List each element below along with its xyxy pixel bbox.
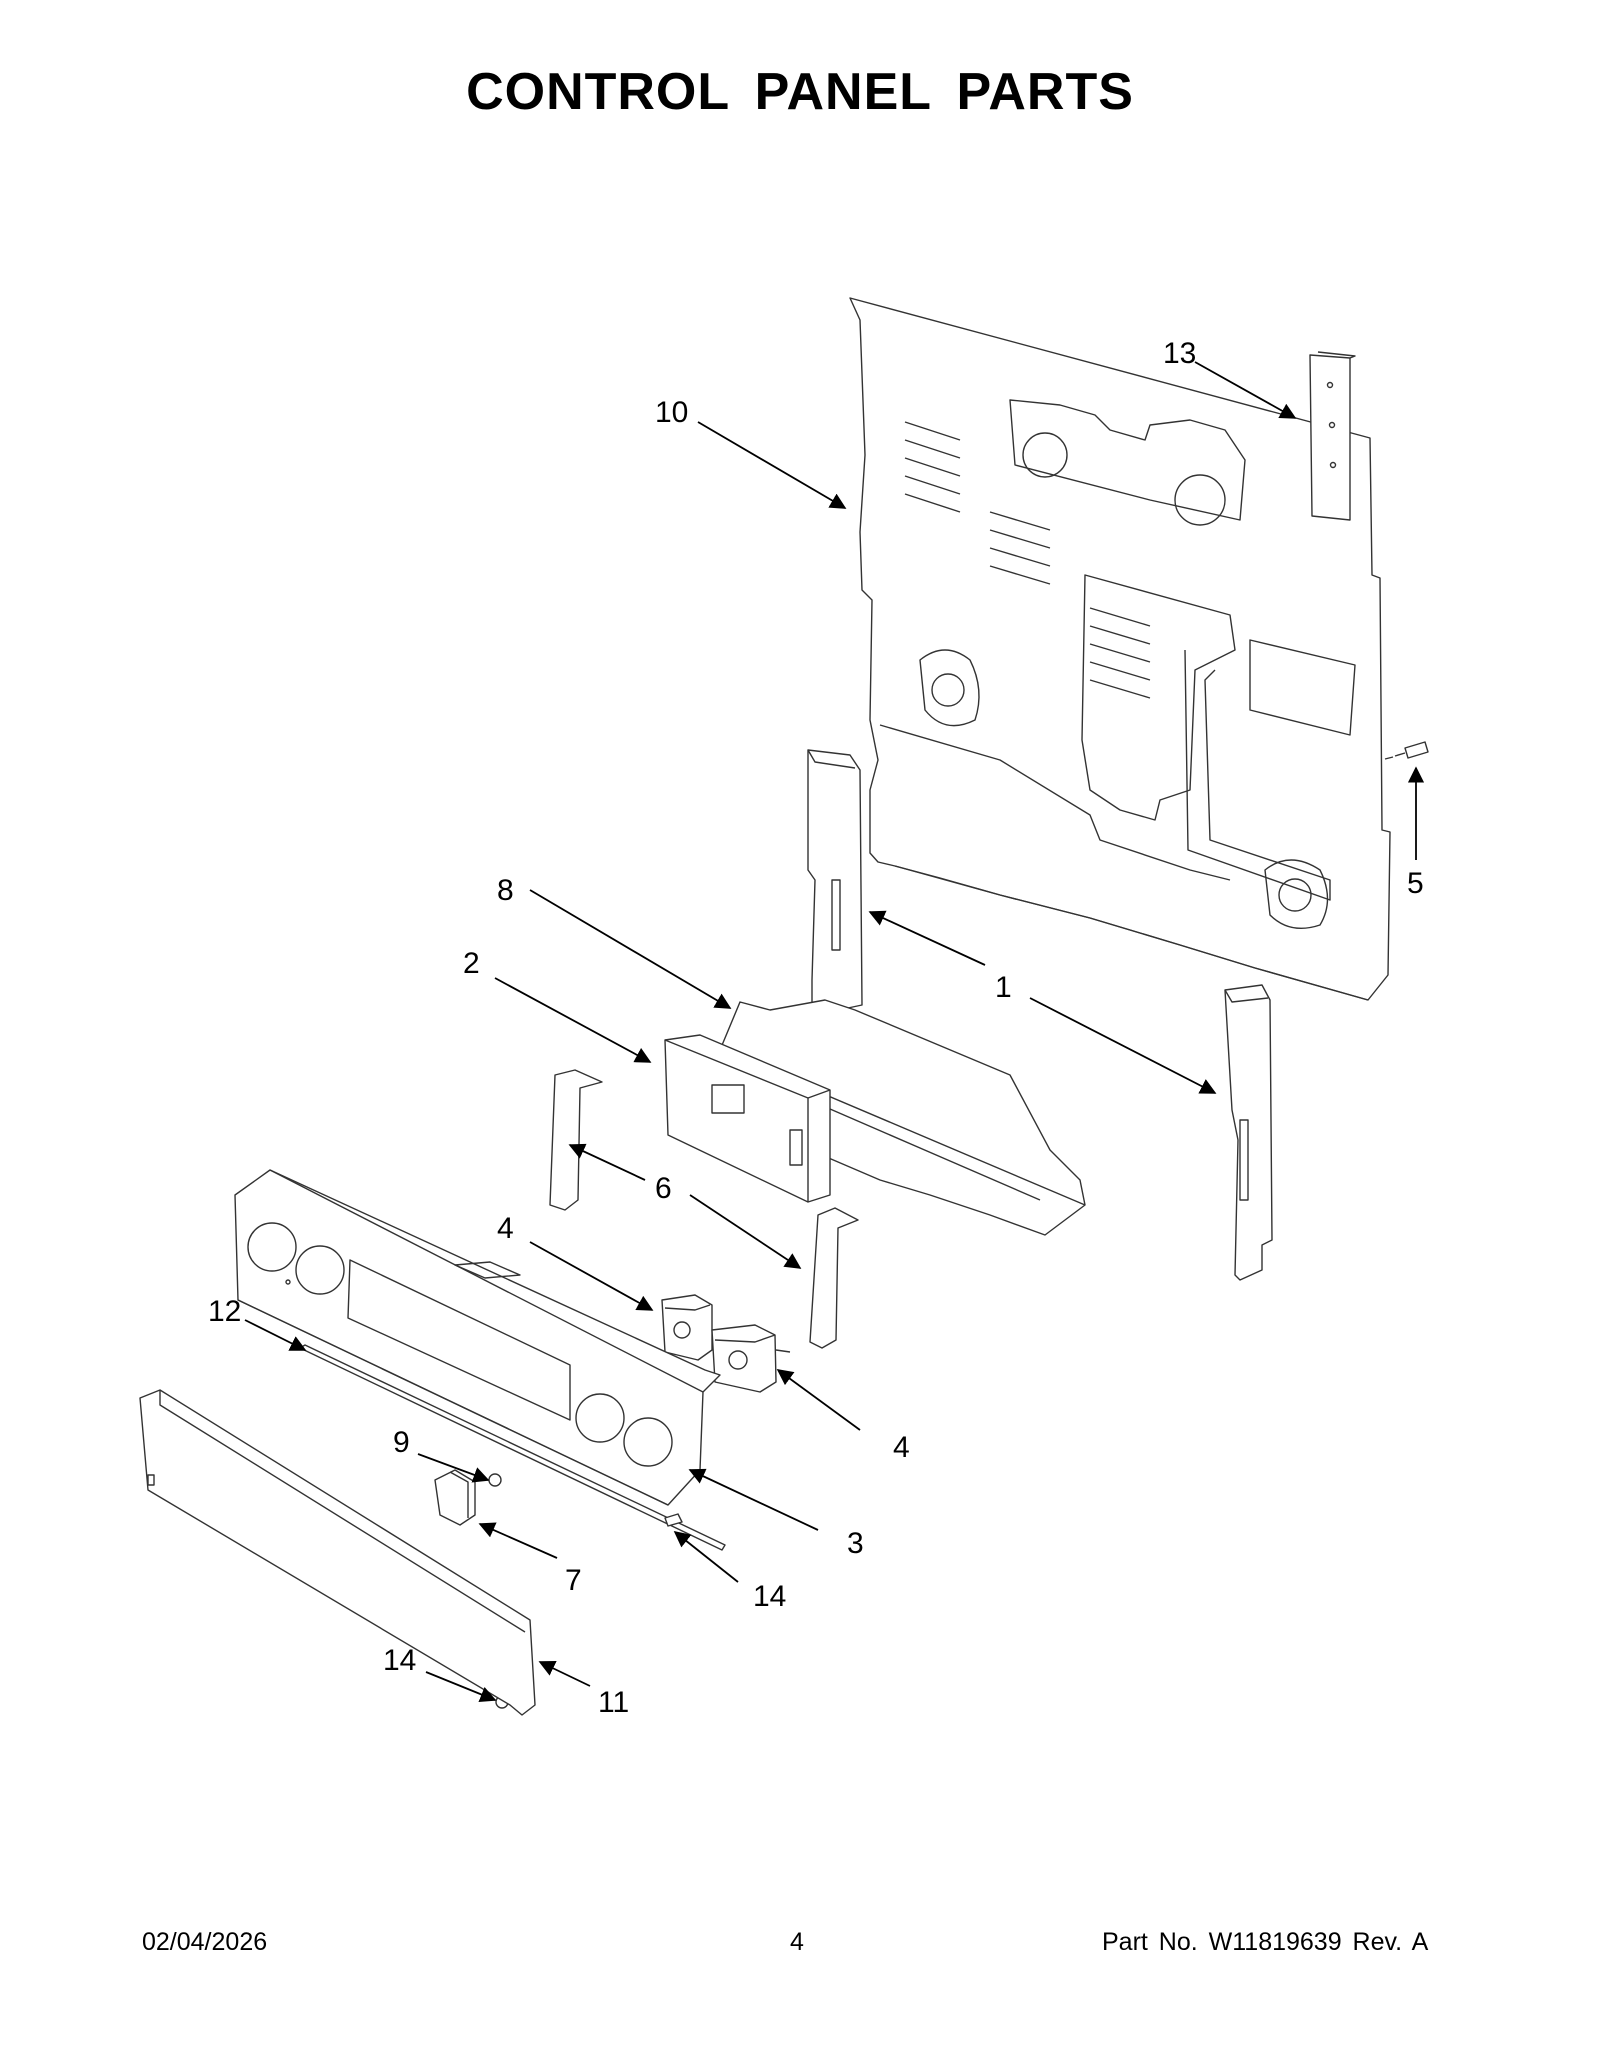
part-6-right-bracket: [809, 1207, 859, 1349]
callout-9: 9: [393, 1426, 410, 1459]
part-3-control-panel-console: [234, 1169, 721, 1506]
callout-14-upper: 14: [753, 1580, 786, 1613]
footer-date: 02/04/2026: [142, 1928, 268, 1956]
callout-1: 1: [995, 971, 1012, 1004]
callout-10: 10: [655, 396, 688, 429]
footer-page-number: 4: [790, 1928, 804, 1956]
part-13-bracket-plate: [1309, 351, 1356, 521]
callout-11: 11: [598, 1686, 629, 1719]
callout-4-lower: 4: [893, 1431, 910, 1464]
part-11-lower-trim-panel: [139, 1389, 536, 1716]
part-7-knob: [434, 1469, 476, 1526]
part-4-switch-lower: [711, 1324, 791, 1393]
part-14-screw-upper: [664, 1513, 683, 1527]
callout-13: 13: [1163, 337, 1196, 370]
callout-4-upper: 4: [497, 1212, 514, 1245]
callout-5: 5: [1407, 867, 1424, 900]
callout-12: 12: [208, 1295, 241, 1328]
part-10-control-panel-bracket: [849, 297, 1391, 1001]
part-6-left-bracket: [549, 1069, 603, 1211]
callout-3: 3: [847, 1527, 864, 1560]
callout-8: 8: [497, 874, 514, 907]
part-4-switch-upper: [661, 1294, 713, 1361]
footer-part-number: Part No. W11819639 Rev. A: [1102, 1928, 1429, 1956]
callout-2: 2: [463, 947, 480, 980]
callout-14-lower: 14: [383, 1644, 416, 1677]
page-title: CONTROL PANEL PARTS: [466, 63, 1134, 121]
part-9-screw: [488, 1473, 502, 1487]
leader-lines: [244, 361, 1425, 1703]
part-2-electronic-control: [664, 1034, 831, 1203]
part-5-screw: [1384, 741, 1429, 760]
callout-6: 6: [655, 1172, 672, 1205]
part-1-right-side-bracket: [1224, 984, 1273, 1281]
callout-7: 7: [565, 1564, 582, 1597]
